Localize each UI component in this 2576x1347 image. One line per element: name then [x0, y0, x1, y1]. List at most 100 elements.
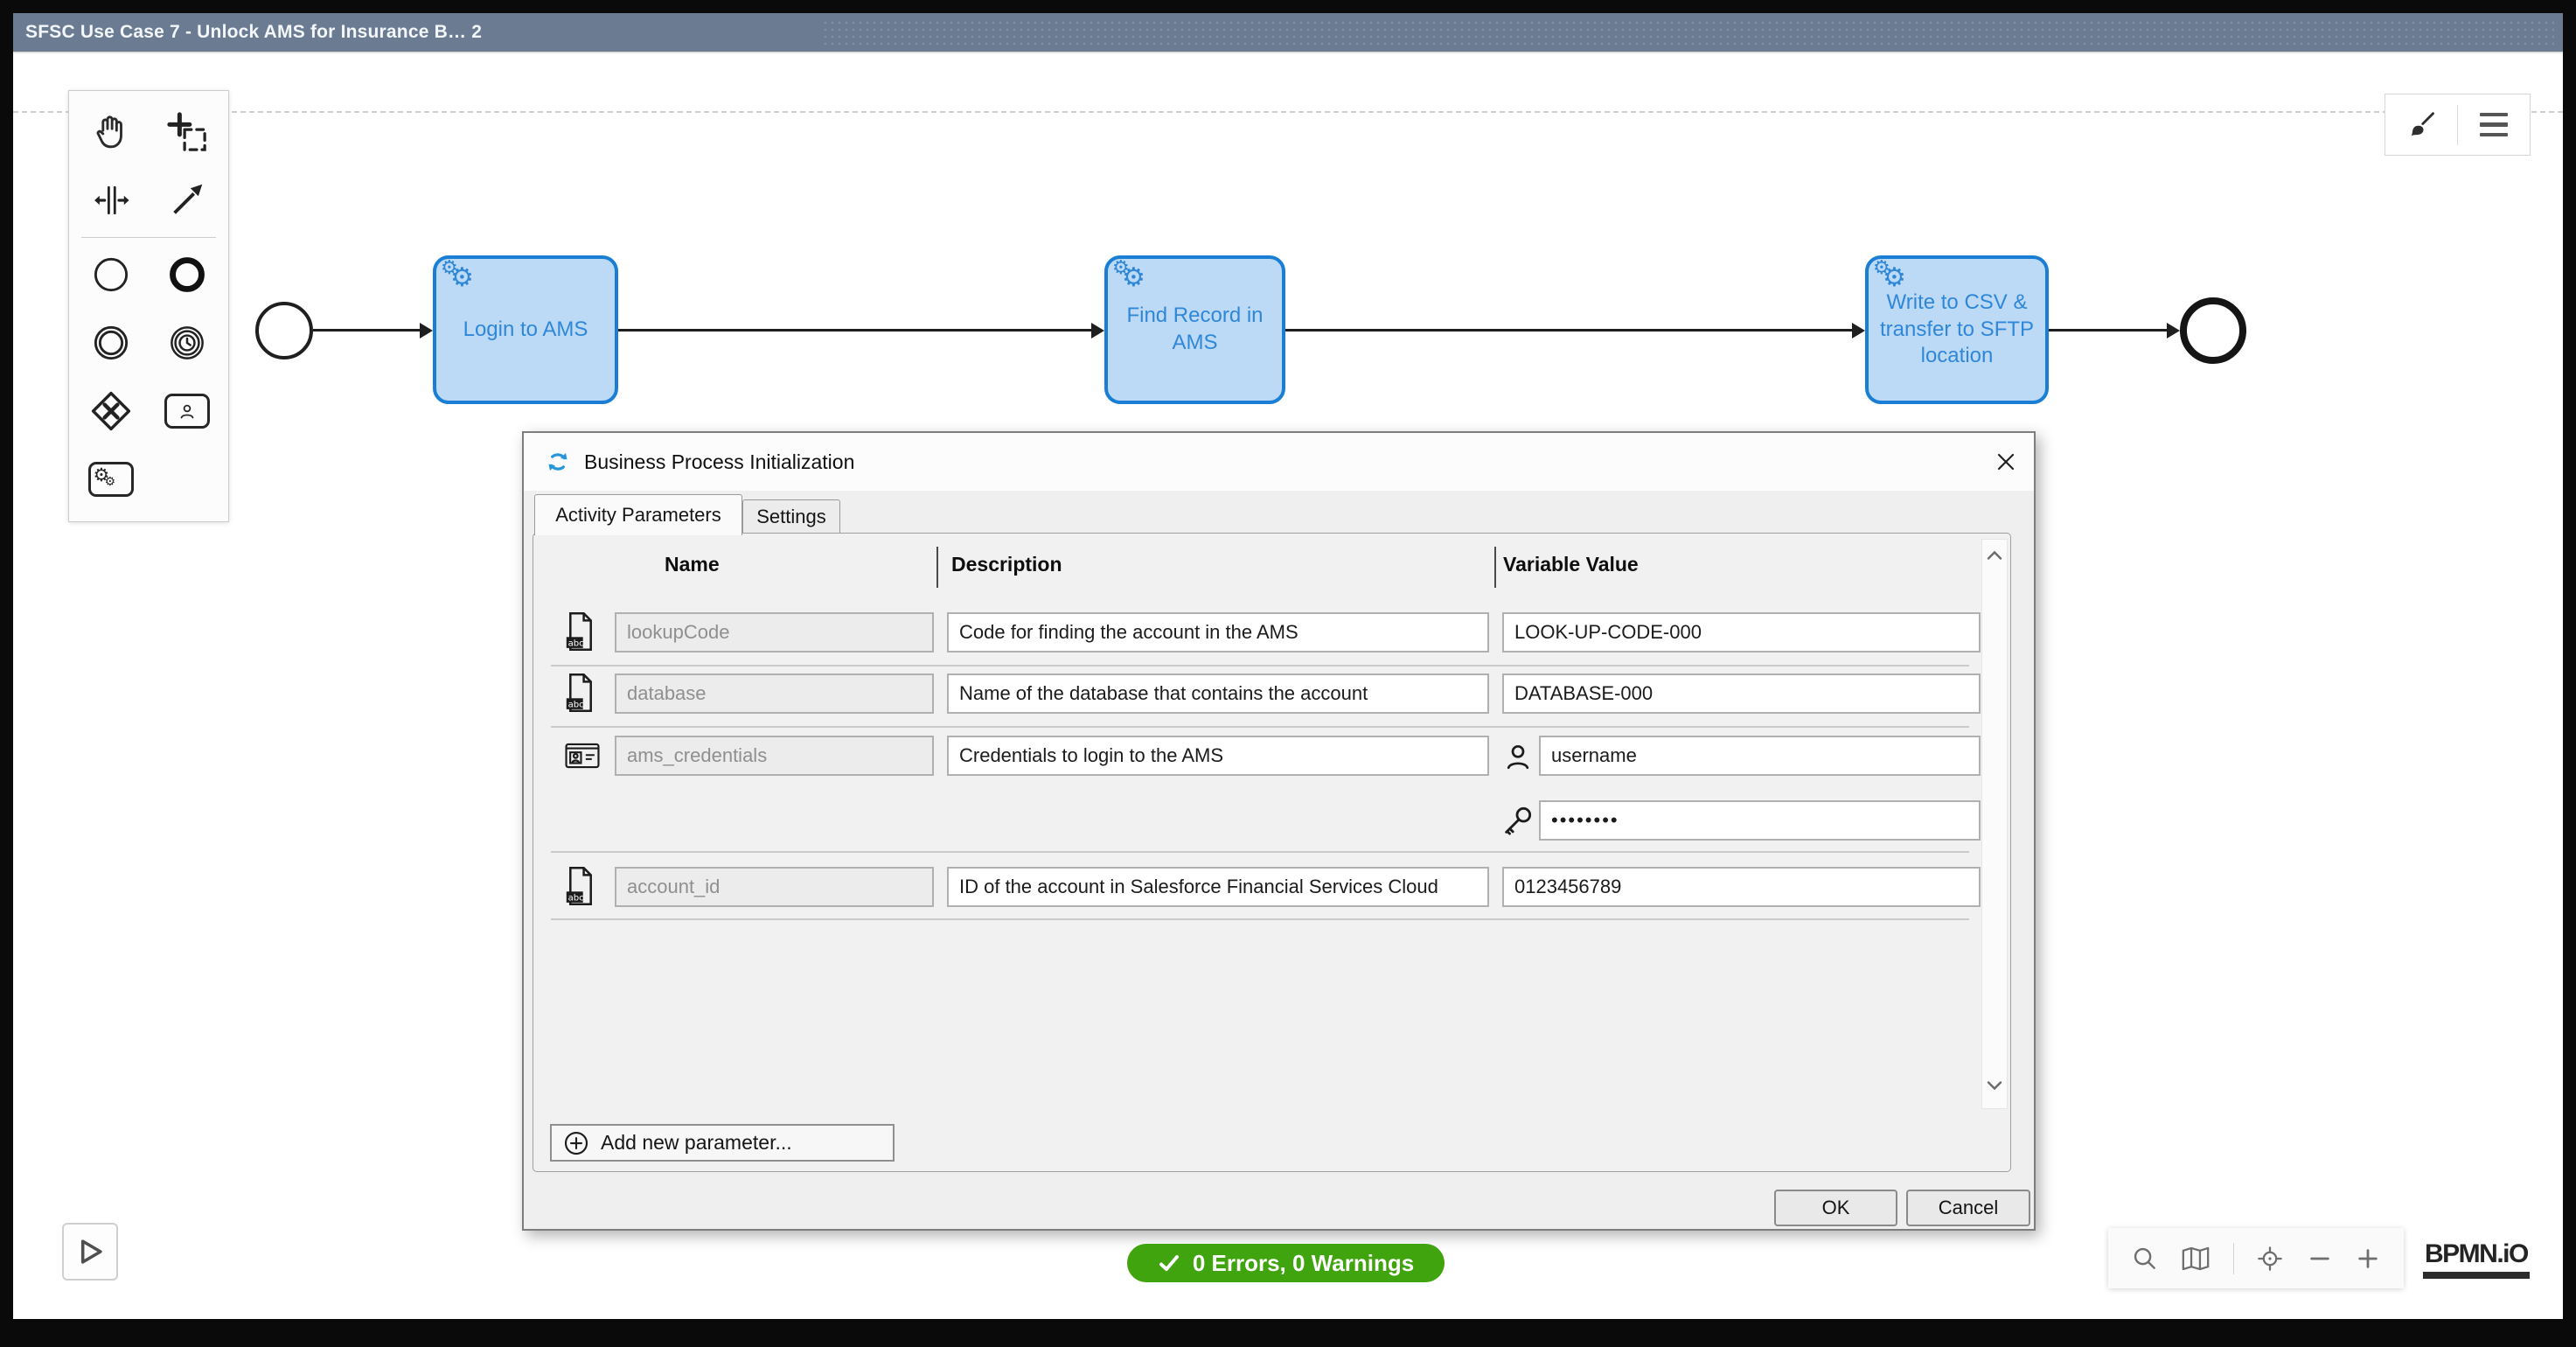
check-icon [1159, 1255, 1179, 1271]
toolbar-divider [2457, 104, 2458, 145]
column-header-name: Name [665, 553, 720, 576]
toolbar-divider [2232, 1242, 2234, 1274]
credentials-parameter-icon [565, 743, 600, 769]
param-value-input[interactable] [1502, 867, 1981, 907]
row-separator [551, 726, 1969, 728]
tab-label: Settings [756, 505, 826, 527]
brush-button[interactable] [2385, 94, 2457, 155]
row-separator [551, 918, 1969, 920]
param-name-input[interactable] [615, 674, 934, 714]
hand-tool-icon[interactable] [73, 98, 149, 166]
user-icon [1507, 744, 1529, 770]
zoom-out-icon[interactable] [2307, 1246, 2333, 1272]
username-input[interactable] [1539, 736, 1981, 776]
sequence-flow-arrow[interactable] [618, 322, 1104, 338]
tab-settings[interactable]: Settings [742, 499, 840, 533]
text-parameter-icon: abc [566, 867, 592, 905]
start-event-icon[interactable] [73, 241, 149, 309]
user-task-icon[interactable] [149, 377, 225, 445]
menu-button[interactable] [2458, 94, 2530, 155]
dialog-title: Business Process Initialization [584, 450, 855, 473]
intermediate-event-icon[interactable] [73, 309, 149, 377]
global-connect-icon[interactable] [149, 166, 225, 234]
svg-text:abc: abc [568, 894, 584, 904]
palette-separator [81, 237, 216, 238]
key-icon [1505, 806, 1532, 835]
user-task-shape [164, 394, 210, 429]
param-name-input[interactable] [615, 612, 934, 653]
password-input[interactable] [1539, 800, 1981, 841]
row-separator [551, 851, 1969, 853]
task-label: Login to AMS [463, 317, 588, 341]
activity-parameters-panel: Name Description Variable Value abc abc [533, 533, 2011, 1172]
bpmn-io-logo[interactable]: BPMN.iO [2423, 1239, 2530, 1279]
titlebar-texture [822, 19, 2554, 45]
task-label: Find Record in AMS [1126, 304, 1264, 354]
window-title: SFSC Use Case 7 - Unlock AMS for Insuran… [25, 22, 483, 42]
validation-status-badge[interactable]: 0 Errors, 0 Warnings [1127, 1244, 1445, 1282]
param-value-input[interactable] [1502, 674, 1981, 714]
bpmn-palette [68, 90, 229, 522]
zoom-in-icon[interactable] [2355, 1246, 2381, 1272]
play-button[interactable] [62, 1223, 118, 1281]
service-task-shape [87, 462, 134, 497]
task-find-record-in-ams[interactable]: Find Record in AMS [1104, 255, 1285, 404]
close-icon[interactable] [1992, 448, 2020, 476]
tab-activity-parameters[interactable]: Activity Parameters [534, 494, 742, 535]
timer-event-icon[interactable] [149, 309, 225, 377]
process-sync-icon [548, 452, 567, 471]
param-description-input[interactable] [947, 612, 1489, 653]
svg-text:abc: abc [568, 639, 584, 649]
validation-status-text: 0 Errors, 0 Warnings [1192, 1249, 1415, 1276]
task-write-to-csv-sftp[interactable]: Write to CSV & transfer to SFTP location [1865, 255, 2049, 404]
column-header-description: Description [951, 553, 1062, 576]
brush-icon [2411, 111, 2434, 136]
business-process-initialization-dialog: Business Process Initialization Activity… [522, 431, 2036, 1231]
task-login-to-ams[interactable]: Login to AMS [433, 255, 618, 404]
end-event-icon[interactable] [149, 241, 225, 309]
service-task-icon[interactable] [73, 445, 149, 513]
space-tool-icon[interactable] [73, 166, 149, 234]
minimap-icon[interactable] [2181, 1244, 2210, 1274]
plus-circle-icon [564, 1131, 588, 1155]
sequence-flow-arrow[interactable] [1285, 322, 1865, 338]
chevron-down-icon[interactable] [1987, 1080, 2002, 1091]
task-label: Write to CSV & transfer to SFTP location [1879, 290, 2035, 368]
param-description-input[interactable] [947, 674, 1489, 714]
app-window: SFSC Use Case 7 - Unlock AMS for Insuran… [13, 13, 2563, 1319]
row-separator [551, 665, 1969, 667]
ok-label: OK [1821, 1197, 1850, 1218]
add-parameter-button[interactable]: Add new parameter... [550, 1124, 895, 1162]
page-boundary-dashed-line [13, 111, 2563, 113]
cancel-label: Cancel [1938, 1197, 1999, 1218]
text-parameter-icon: abc [566, 674, 592, 712]
gears-icon [94, 466, 115, 488]
add-parameter-label: Add new parameter... [601, 1131, 792, 1154]
param-name-input[interactable] [615, 867, 934, 907]
svg-text:abc: abc [568, 701, 584, 710]
canvas-style-toolbar [2385, 94, 2531, 156]
table-scrollbar[interactable] [1981, 539, 2008, 1109]
param-description-input[interactable] [947, 867, 1489, 907]
start-event-shape[interactable] [255, 302, 313, 359]
end-event-shape[interactable] [2180, 297, 2246, 364]
text-parameter-icon: abc [566, 612, 592, 651]
header-divider [936, 547, 938, 588]
param-value-input[interactable] [1502, 612, 1981, 653]
sequence-flow-arrow[interactable] [313, 322, 433, 338]
column-header-variable-value: Variable Value [1503, 553, 1639, 576]
window-titlebar[interactable]: SFSC Use Case 7 - Unlock AMS for Insuran… [13, 13, 2563, 52]
param-name-input[interactable] [615, 736, 934, 776]
canvas-nav-toolbar [2108, 1228, 2404, 1288]
cancel-button[interactable]: Cancel [1906, 1190, 2030, 1226]
lasso-tool-icon[interactable] [149, 98, 225, 166]
sequence-flow-arrow[interactable] [2049, 322, 2180, 338]
param-description-input[interactable] [947, 736, 1489, 776]
chevron-up-icon[interactable] [1987, 550, 2002, 561]
menu-icon [2480, 112, 2508, 137]
search-icon[interactable] [2131, 1245, 2159, 1273]
ok-button[interactable]: OK [1774, 1190, 1897, 1226]
reset-view-icon[interactable] [2256, 1245, 2284, 1273]
exclusive-gateway-icon[interactable] [73, 377, 149, 445]
